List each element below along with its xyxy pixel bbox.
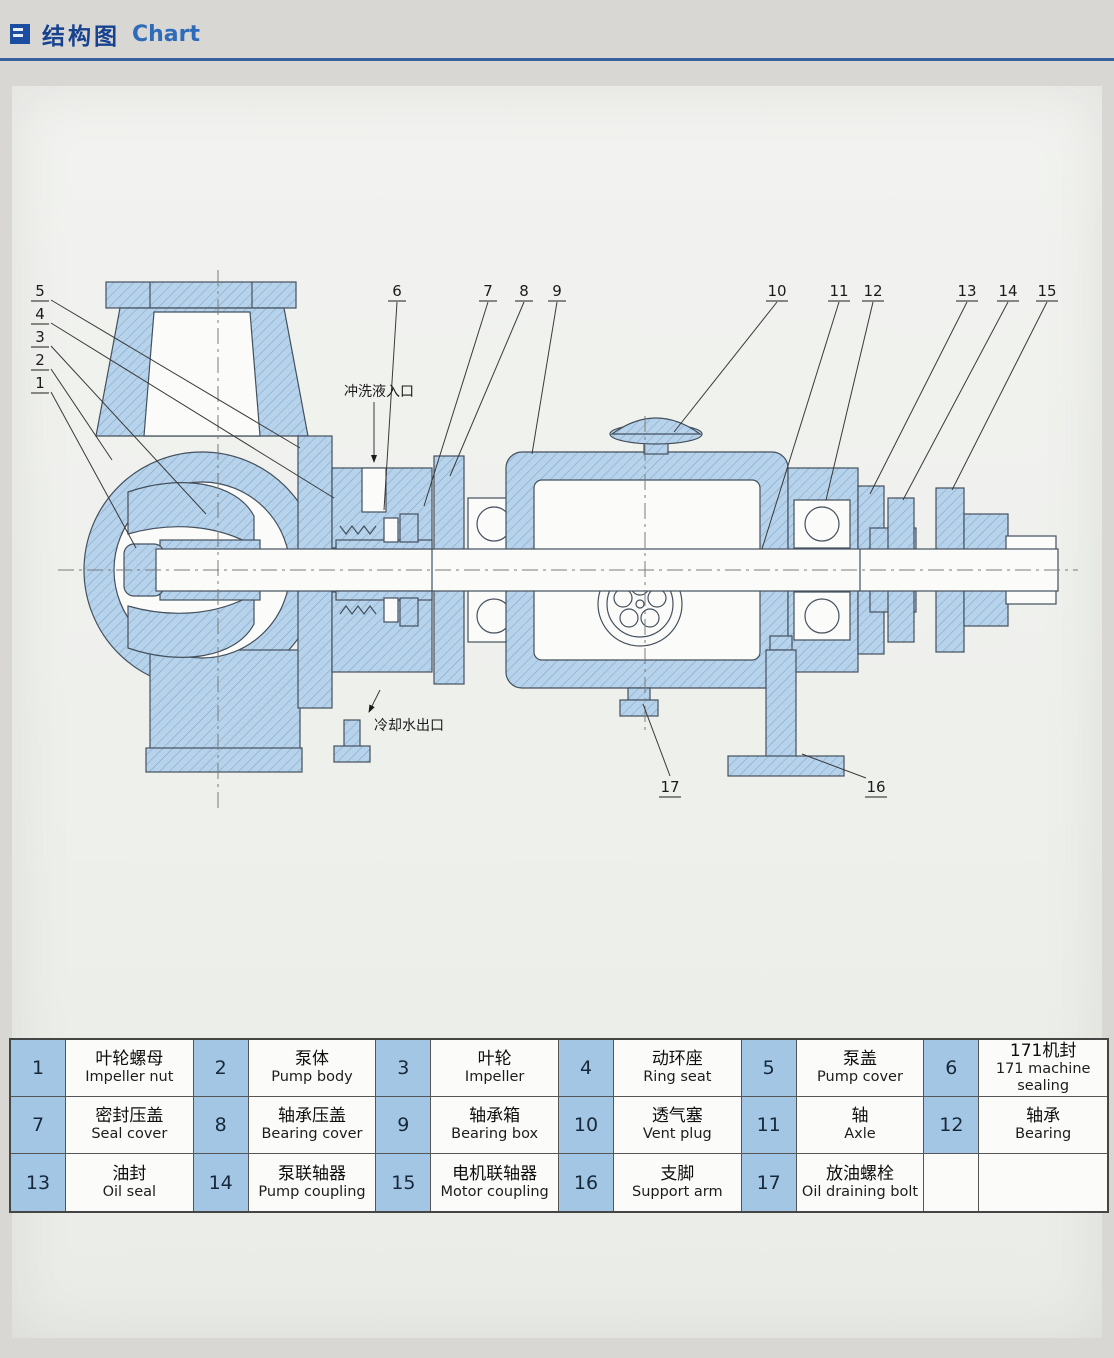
part-name: 171机封 171 machine sealing [979,1040,1107,1097]
part-number: 16 [558,1154,614,1211]
part-number: 8 [193,1097,249,1154]
part-name: 支脚 Support arm [614,1154,742,1211]
page-header: 结构图 Chart [10,16,200,52]
callout-label: 8 [519,282,529,300]
centerlines [58,270,1078,810]
part-number: 7 [11,1097,66,1154]
part-name: 电机联轴器 Motor coupling [431,1154,559,1211]
annotations: 冲洗液入口 冷却水出口 [344,384,444,734]
callout-label: 11 [829,282,848,300]
callout-label: 13 [957,282,976,300]
part-number: 15 [376,1154,432,1211]
part-name: 动环座 Ring seat [613,1040,742,1097]
section-marker-icon [10,24,30,44]
page-title-en: Chart [132,21,201,47]
part-number: 1 [11,1040,66,1097]
part-name: 油封 Oil seal [66,1154,194,1211]
part-number: 4 [558,1040,614,1097]
part-number: 10 [558,1097,614,1154]
empty-cell [979,1154,1107,1211]
part-name: 轴 Axle [796,1097,925,1154]
mechanical-seal-171 [335,513,433,627]
callout-label: 1 [35,374,45,392]
page-title-zh: 结构图 [42,24,120,50]
rear-bearing [787,467,859,673]
callout-label: 14 [998,282,1017,300]
callout-label: 3 [35,328,45,346]
part-name: 轴承压盖 Bearing cover [248,1097,377,1154]
callout-label: 2 [35,351,45,369]
callout-label: 5 [35,282,45,300]
oil-draining-bolt [619,687,659,717]
cooling-outlet-label: 冷却水出口 [374,718,444,734]
part-number: 14 [193,1154,249,1211]
vent-plug [609,417,703,455]
callout-label: 12 [863,282,882,300]
part-name: 放油螺栓 Oil draining bolt [797,1154,925,1211]
part-name: 轴承箱 Bearing box [431,1097,559,1154]
part-name: 叶轮螺母 Impeller nut [66,1040,194,1097]
part-number: 3 [376,1040,432,1097]
empty-cell [924,1154,980,1211]
callout-label: 16 [866,778,885,796]
part-number: 9 [376,1097,432,1154]
part-name: 叶轮 Impeller [431,1040,559,1097]
part-number: 2 [193,1040,249,1097]
part-name: 轴承 Bearing [979,1097,1107,1154]
callout-label: 15 [1037,282,1056,300]
support-arm [727,635,845,777]
callout-label: 4 [35,305,45,323]
callout-label: 6 [392,282,402,300]
part-name: 泵体 Pump body [248,1040,377,1097]
callout-label: 10 [767,282,786,300]
callout-labels: 5 4 3 2 1 6 7 8 9 10 11 12 13 [31,282,1058,798]
header-divider [0,58,1114,61]
parts-table: 1 叶轮螺母 Impeller nut 2 泵体 Pump body 3 叶轮 … [9,1038,1109,1213]
part-number: 5 [741,1040,797,1097]
part-name: 密封压盖 Seal cover [66,1097,194,1154]
callout-label: 7 [483,282,493,300]
callout-label: 9 [552,282,562,300]
flush-inlet-label: 冲洗液入口 [344,384,414,400]
part-name: 透气塞 Vent plug [613,1097,742,1154]
part-number: 17 [741,1154,797,1211]
casing-bolt [333,719,371,763]
part-number: 13 [11,1154,66,1211]
front-bearing-cover [433,455,465,685]
part-name: 泵盖 Pump cover [796,1040,925,1097]
part-name: 泵联轴器 Pump coupling [249,1154,377,1211]
callout-label: 17 [660,778,679,796]
callout-leaders [50,299,1048,779]
part-number: 12 [924,1097,980,1154]
part-number: 11 [741,1097,797,1154]
part-number: 6 [924,1040,980,1097]
